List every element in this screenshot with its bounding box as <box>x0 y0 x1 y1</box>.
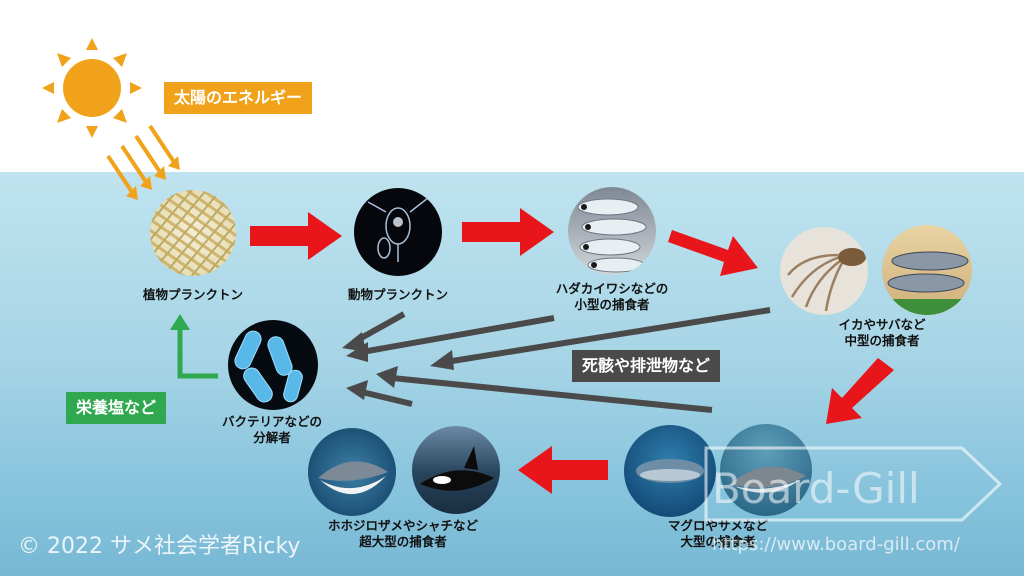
small-predators-caption: ハダカイワシなどの 小型の捕食者 <box>555 281 669 312</box>
return-arrow-mid <box>445 307 771 365</box>
return-arrow-apex <box>361 389 413 407</box>
nutrients-label: 栄養塩など <box>66 392 167 424</box>
zooplankton-caption: 動物プランクトン <box>347 287 449 302</box>
arrow-zoo-to-small <box>462 208 554 256</box>
return-arrow-large <box>391 375 713 413</box>
orca-image <box>412 426 500 514</box>
sun-energy-label: 太陽のエネルギー <box>164 82 313 114</box>
lanternfish-image <box>568 187 656 275</box>
phytoplankton-image <box>150 190 236 276</box>
arrow-phyto-to-zoo <box>250 212 342 260</box>
arrow-mid-to-large <box>826 358 894 424</box>
phytoplankton-caption: 植物プランクトン <box>142 287 244 302</box>
shark-image <box>720 424 812 516</box>
copyright-notice: © 2022 サメ社会学者Ricky <box>18 534 301 559</box>
brand-watermark: Board-Gill <box>712 464 920 513</box>
sunlight-rays <box>106 124 180 200</box>
squid-image <box>780 227 868 315</box>
nutrient-arrow <box>177 326 218 379</box>
return-arrow-small <box>361 315 555 355</box>
zooplankton-image <box>354 188 442 276</box>
large-predators-caption: マグロやサメなど 大型の捕食者 <box>667 518 769 549</box>
mid-predators-caption: イカやサバなど 中型の捕食者 <box>838 317 926 348</box>
bacteria-caption: バクテリアなどの 分解者 <box>221 414 323 445</box>
brand-url[interactable]: https://www.board-gill.com/ <box>712 534 960 555</box>
bacteria-image <box>228 320 318 410</box>
arrow-large-to-apex <box>518 446 608 494</box>
remains-label: 死骸や排泄物など <box>572 350 721 382</box>
arrow-small-to-mid <box>668 230 758 276</box>
sun-icon <box>42 38 142 138</box>
tuna-image <box>624 425 716 517</box>
great-white-shark-image <box>308 428 396 516</box>
apex-predators-caption: ホホジロザメやシャチなど 超大型の捕食者 <box>327 518 479 549</box>
